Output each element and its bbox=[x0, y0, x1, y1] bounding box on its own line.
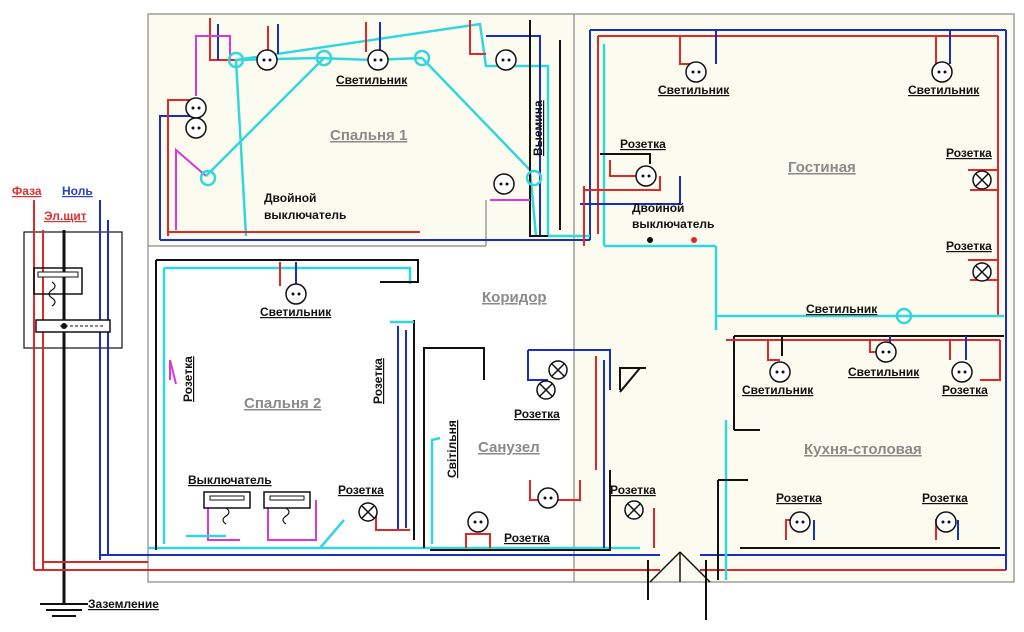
entrance-door bbox=[647, 551, 711, 620]
socket-icon bbox=[185, 117, 207, 139]
socket-icon bbox=[495, 49, 517, 71]
socket-icon bbox=[467, 511, 489, 533]
sockets bbox=[185, 49, 973, 533]
bedroom2-wiring bbox=[155, 259, 419, 550]
label-lv-light2: Светильник bbox=[908, 83, 980, 97]
label-cor-switch-line1: Двойной bbox=[632, 201, 684, 215]
room-kitchen bbox=[574, 328, 1014, 582]
socket-icon bbox=[875, 341, 897, 363]
lamp-icon bbox=[624, 500, 644, 520]
lamp-icon bbox=[536, 380, 556, 400]
lamp-icon bbox=[972, 262, 992, 282]
legend-ground: Заземление bbox=[88, 597, 159, 611]
socket-icon bbox=[537, 487, 559, 509]
label-b2-light: Светильник bbox=[260, 305, 332, 319]
label-cor-switch-line2: выключатель bbox=[632, 217, 714, 231]
label-b1-light: Светильник bbox=[336, 73, 408, 87]
label-b2-socket-right: Розетка bbox=[371, 358, 385, 404]
label-k-socket-b2: Розетка bbox=[922, 491, 968, 505]
socket-icon bbox=[635, 165, 657, 187]
label-lv-socket-r1: Розетка bbox=[946, 146, 992, 160]
legend-neutral: Ноль bbox=[62, 184, 93, 198]
lamp-icon bbox=[548, 360, 568, 380]
room-name-bedroom1: Спальня 1 bbox=[330, 127, 407, 144]
socket-icon bbox=[951, 361, 973, 383]
label-b2-switch: Выключатель bbox=[188, 473, 272, 487]
room-name-bathroom: Санузел bbox=[478, 439, 540, 456]
room-corridor-bedroom2 bbox=[148, 246, 574, 582]
socket-icon bbox=[769, 361, 791, 383]
bedroom2-switches bbox=[203, 491, 311, 525]
socket-icon bbox=[185, 97, 207, 119]
label-b2-socket-left: Розетка bbox=[181, 356, 195, 402]
label-k-socket-b1: Розетка bbox=[776, 491, 822, 505]
label-lv-socket-r2: Розетка bbox=[946, 239, 992, 253]
kitchen-wiring bbox=[717, 336, 1001, 580]
room-name-kitchen: Кухня-столовая bbox=[804, 441, 922, 458]
living-wiring bbox=[580, 30, 999, 325]
label-hall-socket: Розетка bbox=[610, 483, 656, 497]
legend-panel: Эл.щит bbox=[44, 209, 87, 223]
legend-phase: Фаза bbox=[12, 184, 42, 198]
socket-icon bbox=[256, 49, 278, 71]
socket-icon bbox=[493, 173, 515, 195]
label-lv-light1: Светильник bbox=[658, 83, 730, 97]
label-lv-socket1: Розетка bbox=[620, 137, 666, 151]
socket-icon bbox=[367, 49, 389, 71]
walls bbox=[147, 13, 1015, 583]
lamp-icon bbox=[972, 170, 992, 190]
socket-icon bbox=[685, 61, 707, 83]
lamps bbox=[358, 170, 992, 522]
trunk-wires bbox=[148, 29, 1007, 571]
lamp-icon bbox=[358, 502, 378, 522]
room-name-corridor: Коридор bbox=[482, 289, 547, 306]
socket-icon bbox=[789, 511, 811, 533]
electrical-panel bbox=[23, 200, 148, 617]
room-name-living: Гостиная bbox=[788, 159, 856, 176]
label-b2-socket-bottom: Розетка bbox=[338, 483, 384, 497]
room-name-bedroom2: Спальня 2 bbox=[244, 395, 321, 412]
label-b1-alcove: Выемина bbox=[531, 100, 545, 156]
label-cor-light: Светильник bbox=[806, 302, 878, 316]
label-b1-switch-line2: выключатель bbox=[264, 208, 346, 222]
socket-icon bbox=[285, 283, 307, 305]
label-b1-switch-line1: Двойной bbox=[264, 191, 316, 205]
label-bath-socket-top: Розетка bbox=[514, 407, 560, 421]
socket-icon bbox=[931, 61, 953, 83]
label-bath-light: Світільня bbox=[445, 420, 459, 478]
label-k-light2: Светильник bbox=[848, 365, 920, 379]
socket-icon bbox=[935, 511, 957, 533]
label-bath-socket-bottom: Розетка bbox=[504, 531, 550, 545]
label-k-socket-right: Розетка bbox=[942, 383, 988, 397]
label-k-light1: Светильник bbox=[742, 383, 814, 397]
